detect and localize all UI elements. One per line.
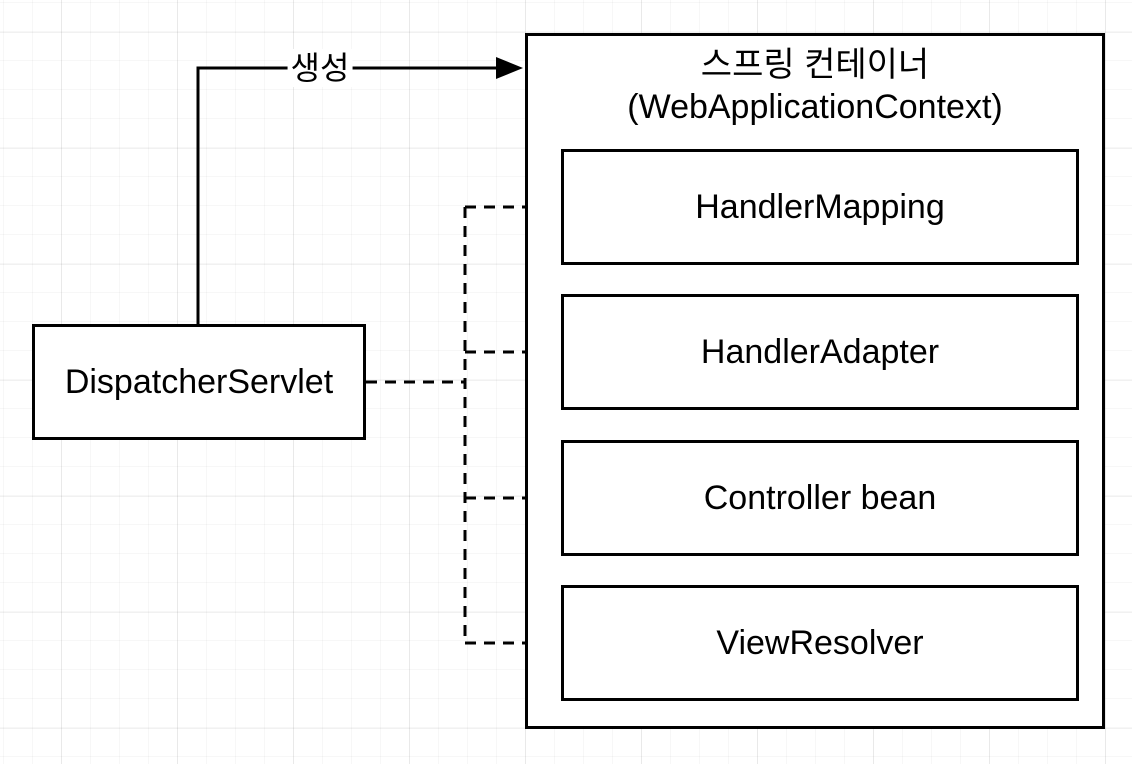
handler-adapter-label: HandlerAdapter (700, 332, 940, 371)
node-handler-adapter: HandlerAdapter (561, 294, 1079, 410)
dispatcher-servlet-label: DispatcherServlet (64, 362, 334, 401)
spring-container-title-line2: (WebApplicationContext) (627, 88, 1003, 126)
node-controller-bean: Controller bean (561, 440, 1079, 556)
create-edge-line (196, 66, 496, 324)
create-edge-arrowhead (496, 57, 523, 79)
spring-container-title: 스프링 컨테이너 (WebApplicationContext) (528, 36, 1102, 128)
spring-container-title-line1: 스프링 컨테이너 (700, 46, 930, 84)
handler-mapping-label: HandlerMapping (695, 187, 945, 226)
node-view-resolver: ViewResolver (561, 585, 1079, 701)
create-edge-label: 생성 (287, 49, 353, 87)
node-spring-container: 스프링 컨테이너 (WebApplicationContext) Handler… (525, 33, 1105, 729)
node-handler-mapping: HandlerMapping (561, 149, 1079, 265)
view-resolver-label: ViewResolver (716, 623, 924, 662)
controller-bean-label: Controller bean (703, 478, 937, 517)
node-dispatcher-servlet: DispatcherServlet (32, 324, 366, 440)
